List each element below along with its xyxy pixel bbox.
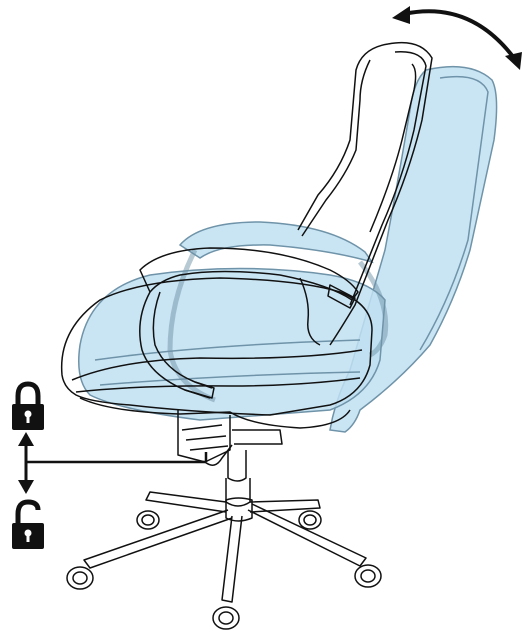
caster-wheel xyxy=(136,510,160,530)
backrest xyxy=(329,41,433,346)
five-star-base xyxy=(83,491,367,603)
caster-wheel xyxy=(298,510,322,530)
upright-chair-outline xyxy=(60,41,433,507)
lock-open-icon xyxy=(12,499,44,549)
lock-closed-icon xyxy=(12,381,44,430)
caster-wheel xyxy=(212,606,240,630)
reclined-chair-ghost xyxy=(78,65,498,433)
curved-double-arrow-icon xyxy=(392,6,522,70)
caster-wheel xyxy=(354,564,382,588)
caster-wheels xyxy=(66,510,382,630)
gas-cylinder xyxy=(227,450,247,482)
vertical-double-arrow-icon xyxy=(18,432,34,494)
lever-pointer-line xyxy=(26,452,208,464)
caster-wheel xyxy=(66,566,94,590)
armrest xyxy=(139,247,359,301)
seat-cushion xyxy=(60,277,373,416)
